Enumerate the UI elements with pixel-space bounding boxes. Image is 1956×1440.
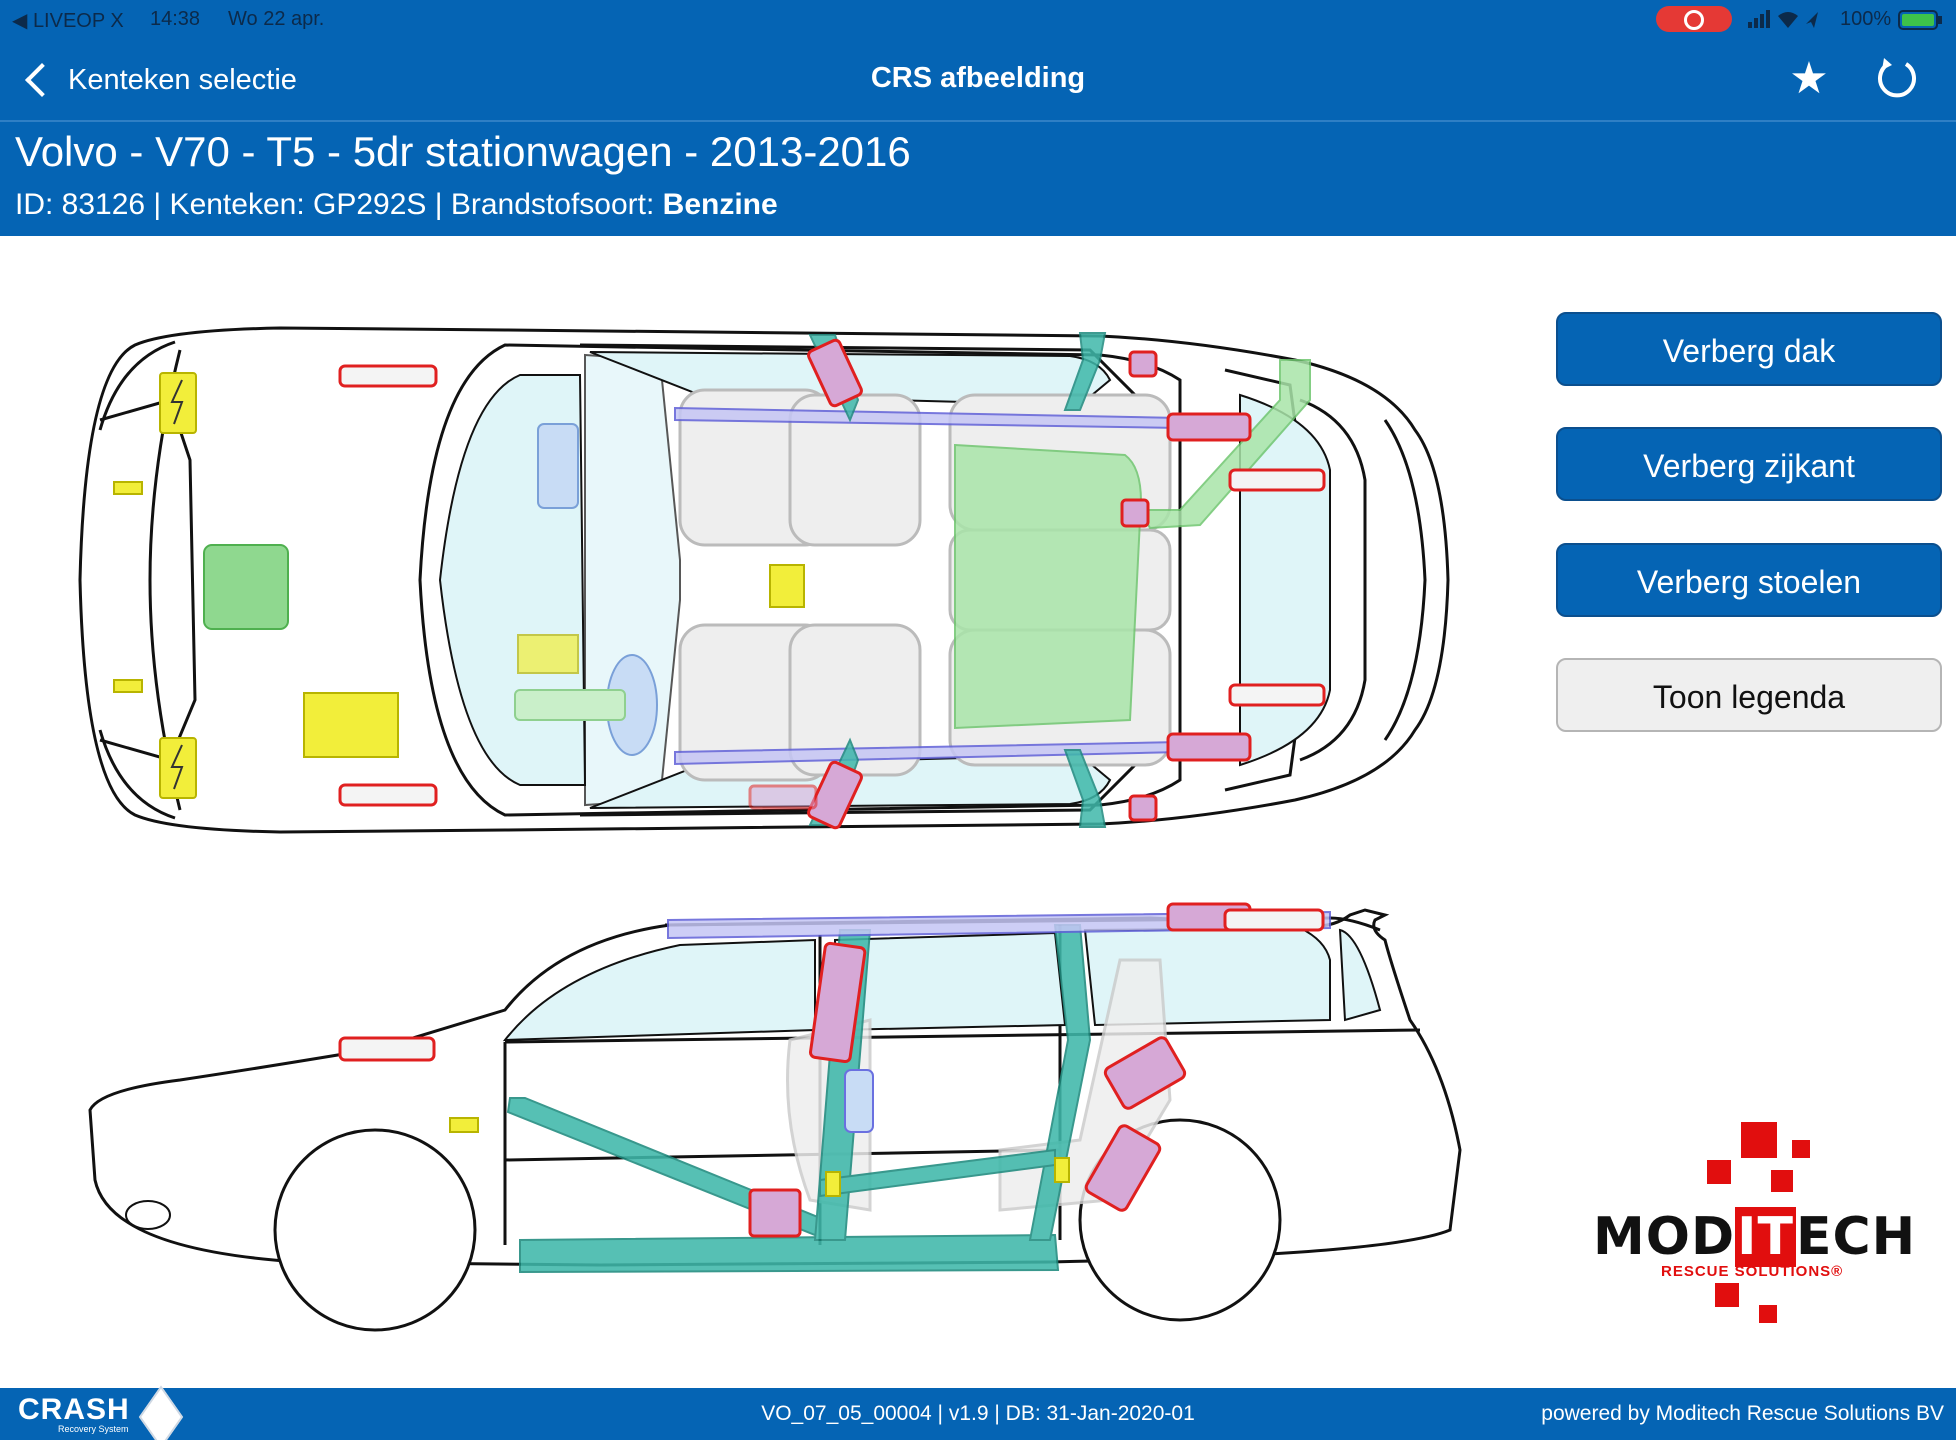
page-title: CRS afbeelding [870,62,1086,94]
top-view-battery-markers [113,372,805,799]
crs-vehicle-diagram [78,326,1462,1332]
refresh-icon[interactable] [1876,58,1918,100]
moditech-tagline: RESCUE SOLUTIONS® [1661,1263,1844,1280]
hide-seats-button[interactable]: Verberg stoelen [1556,543,1942,617]
side-pretensioner-marker [1054,1157,1070,1183]
version-info: VO_07_05_00004 | v1.9 | DB: 31-Jan-2020-… [761,1402,1195,1425]
fuel-tank [954,443,1142,730]
clock: 14:38 [150,8,201,30]
moditech-wordmark: MODITECH [1593,1207,1916,1267]
fog-light [125,1200,171,1230]
crash-logo-text: CRASH [18,1393,130,1426]
side-pretensioner-marker [825,1171,841,1197]
back-button-label: Kenteken selectie [68,63,297,96]
status-bar: ◀ LIVEOP X 14:38 Wo 22 apr. 100% [0,0,1956,38]
hide-roof-button[interactable]: Verberg dak [1556,312,1942,386]
battery-bolt-icon [170,744,184,790]
side-view-airbags [338,902,1325,1238]
top-view-airbags [338,338,1326,830]
date-label: Wo 22 apr. [228,8,325,30]
side-airbag-seat [844,1069,874,1133]
navigation-bar: Kenteken selectie CRS afbeelding ★ [0,40,1956,120]
back-button[interactable]: Kenteken selectie [22,58,297,102]
fuel-filler-pipe [1138,359,1311,530]
vehicle-title: Volvo - V70 - T5 - 5dr stationwagen - 20… [15,128,911,175]
logo-square [1792,1140,1810,1158]
header: ◀ LIVEOP X 14:38 Wo 22 apr. 100% Kenteke… [0,0,1956,236]
show-legend-button[interactable]: Toon legenda [1556,658,1942,732]
header-divider [0,120,1956,122]
footer: CRASH Recovery System VO_07_05_00004 | v… [0,1385,1956,1440]
battery-icon [1898,10,1942,30]
vehicle-id-plate: ID: 83126 | Kenteken: GP292S | Brandstof… [15,188,655,221]
logo-word-part: MOD [1593,1207,1736,1267]
screen-recording-icon [1656,6,1732,32]
logo-square [1741,1122,1777,1158]
hood-release-icon [203,544,289,630]
logo-square [1707,1160,1731,1184]
powered-by: powered by Moditech Rescue Solutions BV [1541,1402,1944,1425]
logo-square [1715,1283,1739,1307]
carrier-label: ◀ LIVEOP X [12,10,124,32]
battery-bolt-icon [170,379,184,425]
logo-word-part: ECH [1795,1207,1917,1267]
battery-label: 100% [1840,8,1892,30]
logo-square [1771,1170,1793,1192]
fuel-type: Benzine [662,188,778,221]
crash-logo: CRASH Recovery System [18,1385,198,1440]
side-roof-airbag [667,910,1331,940]
logo-square [1759,1305,1777,1323]
side-view-reinforcements [506,924,1092,1274]
side-battery-marker [449,1117,479,1133]
crash-logo-subtext: Recovery System [58,1424,129,1434]
steering-wheel-airbag [537,423,579,509]
hide-side-button[interactable]: Verberg zijkant [1556,427,1942,501]
moditech-logo: MODITECH RESCUE SOLUTIONS® [1585,1115,1925,1325]
logo-word-it: IT [1735,1207,1796,1267]
star-icon[interactable]: ★ [1789,54,1829,103]
vehicle-subtitle: ID: 83126 | Kenteken: GP292S | Brandstof… [15,188,778,222]
glovebox-marker [514,689,626,721]
signal-wifi-icon [1748,10,1818,28]
